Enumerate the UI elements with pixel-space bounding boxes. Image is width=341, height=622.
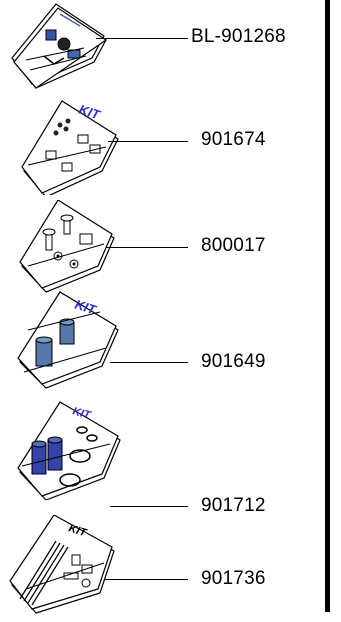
leader-line xyxy=(104,579,188,580)
instruction-sheet-illustration: KIT xyxy=(9,515,115,614)
kit-label: KIT xyxy=(77,102,103,123)
instruction-sheet-illustration: KIT xyxy=(17,291,119,389)
kit-row-bl-901268: BL-901268 xyxy=(0,0,325,100)
part-number-label: 901649 xyxy=(201,351,266,372)
kit-row-901712: KIT 901712 xyxy=(0,400,325,516)
instruction-sheet-illustration: KIT xyxy=(17,401,121,500)
part-number-label: 800017 xyxy=(201,235,266,256)
kit-label: KIT xyxy=(73,297,99,318)
part-number-label: 901736 xyxy=(201,568,266,589)
leader-line xyxy=(106,247,188,248)
right-border-rule xyxy=(325,0,330,612)
kit-label: KIT xyxy=(67,522,89,539)
leader-line xyxy=(108,141,188,142)
leader-line xyxy=(96,38,188,39)
kit-row-901674: KIT 901674 xyxy=(0,95,325,195)
instruction-sheet-illustration xyxy=(11,3,108,89)
kit-row-901736: KIT 901736 xyxy=(0,515,325,615)
instruction-sheet-illustration: KIT xyxy=(21,100,119,195)
part-number-label: 901674 xyxy=(201,129,266,150)
leader-line xyxy=(110,506,188,507)
kit-label: KIT xyxy=(71,405,93,422)
part-number-label: BL-901268 xyxy=(191,26,286,47)
instruction-sheet-illustration xyxy=(19,200,115,293)
leader-line xyxy=(110,362,188,363)
part-number-label: 901712 xyxy=(201,495,266,516)
kit-row-800017: 800017 xyxy=(0,200,325,300)
kit-row-901649: KIT 901649 xyxy=(0,290,325,390)
